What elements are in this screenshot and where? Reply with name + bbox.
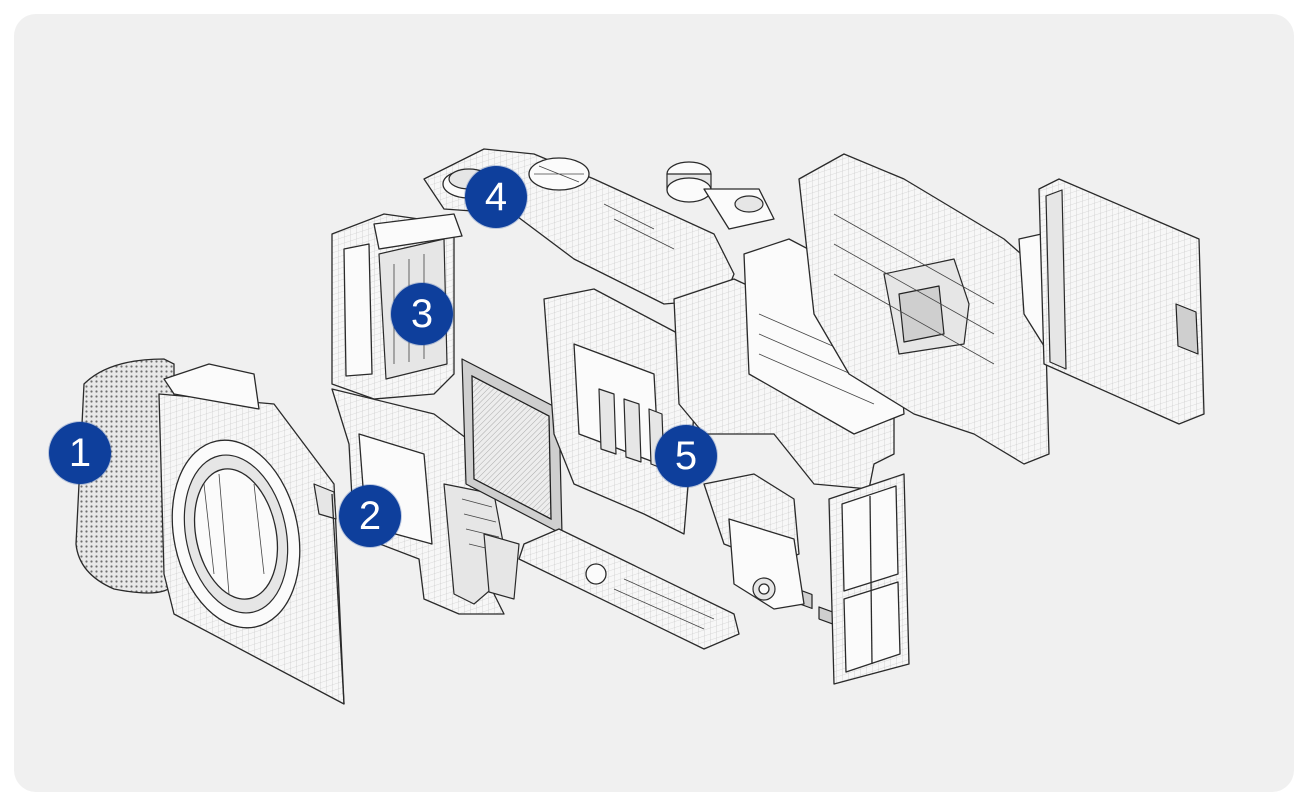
callout-1-marker[interactable]: 1 xyxy=(49,422,111,484)
shutter-unit-part xyxy=(543,288,695,535)
card-slot-door-part xyxy=(828,473,910,685)
diagram-panel: 1 2 3 4 5 xyxy=(14,14,1294,792)
bottom-plate-part xyxy=(518,528,740,650)
image-sensor-part xyxy=(461,358,563,535)
callout-5-label: 5 xyxy=(674,434,698,478)
callout-3-marker[interactable]: 3 xyxy=(391,283,453,345)
camera-exploded-view-illustration xyxy=(75,148,1205,705)
callout-2-marker[interactable]: 2 xyxy=(339,485,401,547)
callout-4-label: 4 xyxy=(484,175,508,219)
port-module-part xyxy=(703,473,805,610)
callout-5-marker[interactable]: 5 xyxy=(655,425,717,487)
rear-lcd-screen-part xyxy=(1038,178,1205,425)
callout-2-label: 2 xyxy=(358,494,382,538)
callout-1-label: 1 xyxy=(68,431,92,475)
front-cover-part xyxy=(75,358,345,705)
callout-3-label: 3 xyxy=(410,292,434,336)
callout-4-marker[interactable]: 4 xyxy=(465,166,527,228)
